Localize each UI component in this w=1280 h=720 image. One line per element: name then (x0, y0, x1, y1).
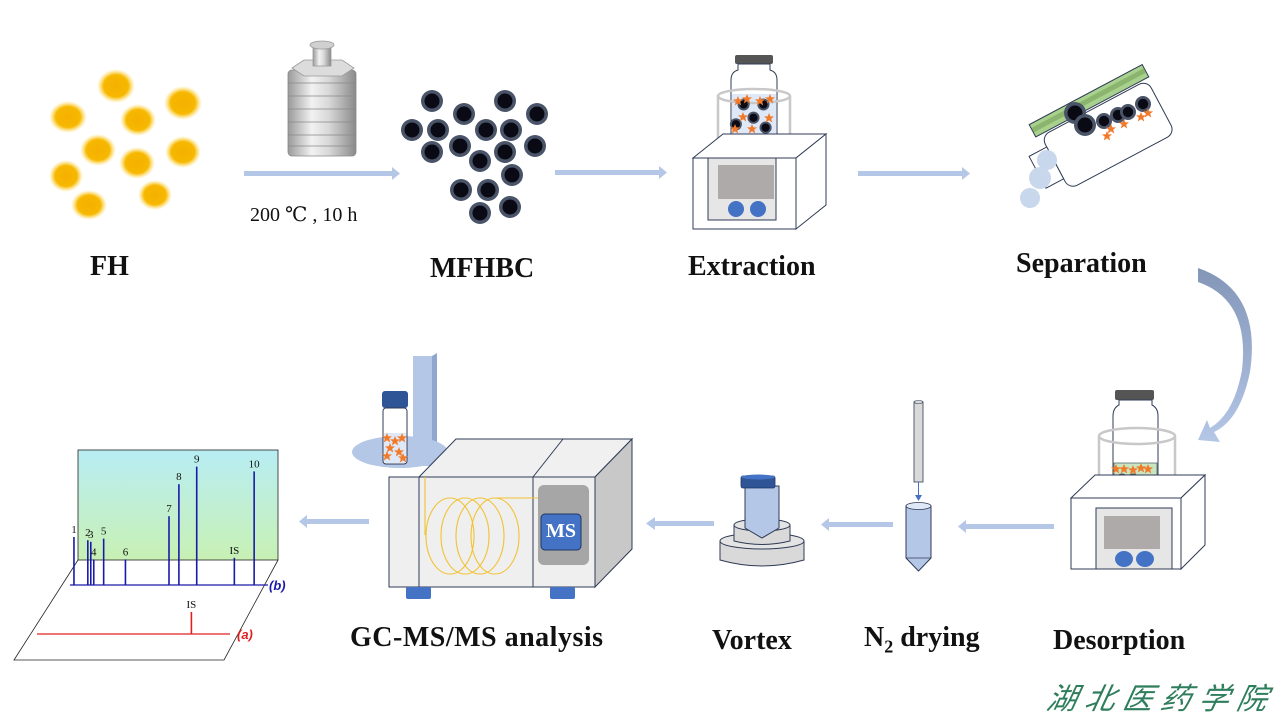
n2-drying-rest: drying (893, 622, 980, 653)
arrow-to-gcms (646, 517, 714, 530)
trace-b-peak-label: 1 (71, 524, 77, 536)
step-label-gcms: GC-MS/MS analysis (350, 622, 604, 653)
n2-drying-n: N (864, 622, 885, 653)
trace-b-peak-label: IS (229, 545, 239, 557)
arrow-to-extraction (555, 166, 667, 179)
arrow-to-vortex (821, 518, 893, 531)
trace-b-peak-label: 4 (91, 546, 97, 558)
trace-a-tag: (a) (237, 627, 253, 642)
arrow-to-n2-drying (958, 520, 1054, 533)
vortex-mixer-illustration (719, 474, 805, 567)
trace-b-peak-label: 5 (101, 526, 107, 538)
step-label-fh: FH (90, 251, 129, 282)
step-label-separation: Separation (1016, 248, 1147, 279)
autoclave-reactor-icon (287, 40, 357, 157)
university-logo: 湖北医药学院 (1043, 682, 1279, 717)
trace-b-peak-label: 10 (249, 458, 261, 470)
fh-fibers-illustration (49, 69, 202, 220)
ms-badge: MS (546, 520, 576, 542)
step-label-vortex: Vortex (712, 625, 792, 656)
gcms-instrument-illustration (352, 353, 634, 599)
step-label-n2-drying: N2 drying (864, 622, 980, 658)
extraction-stirrer-apparatus (691, 55, 828, 231)
mfhbc-beads-illustration (401, 90, 548, 224)
arrow-synthesis (244, 167, 400, 180)
desorption-stirrer-apparatus (1069, 390, 1207, 571)
step-label-mfhbc: MFHBC (430, 253, 535, 284)
curved-arrow-to-desorption (1198, 268, 1252, 442)
chromatogram-back-panel (77, 449, 279, 561)
chromatogram-floor (13, 559, 279, 661)
trace-b-peak-label: 9 (194, 454, 200, 466)
trace-b-peak-label: 3 (88, 529, 94, 541)
trace-a-peak-label: IS (187, 599, 197, 611)
n2-drying-illustration (905, 400, 932, 572)
trace-b-peak-label: 2 (85, 527, 91, 539)
step-label-desorption: Desorption (1053, 625, 1186, 656)
n2-drying-subscript: 2 (884, 636, 894, 657)
arrow-to-chromatogram (299, 515, 369, 528)
trace-b-peak-label: 7 (166, 503, 172, 515)
synthesis-condition: 200 ℃ , 10 h (250, 204, 358, 226)
trace-b-tag: (b) (269, 578, 286, 593)
magnetic-separation-illustration (1020, 63, 1173, 208)
trace-a: IS (a) (37, 599, 253, 642)
step-label-extraction: Extraction (688, 251, 816, 282)
arrow-to-separation (858, 167, 970, 180)
trace-b-peak-label: 6 (123, 546, 129, 558)
trace-b-peak-label: 8 (176, 471, 182, 483)
